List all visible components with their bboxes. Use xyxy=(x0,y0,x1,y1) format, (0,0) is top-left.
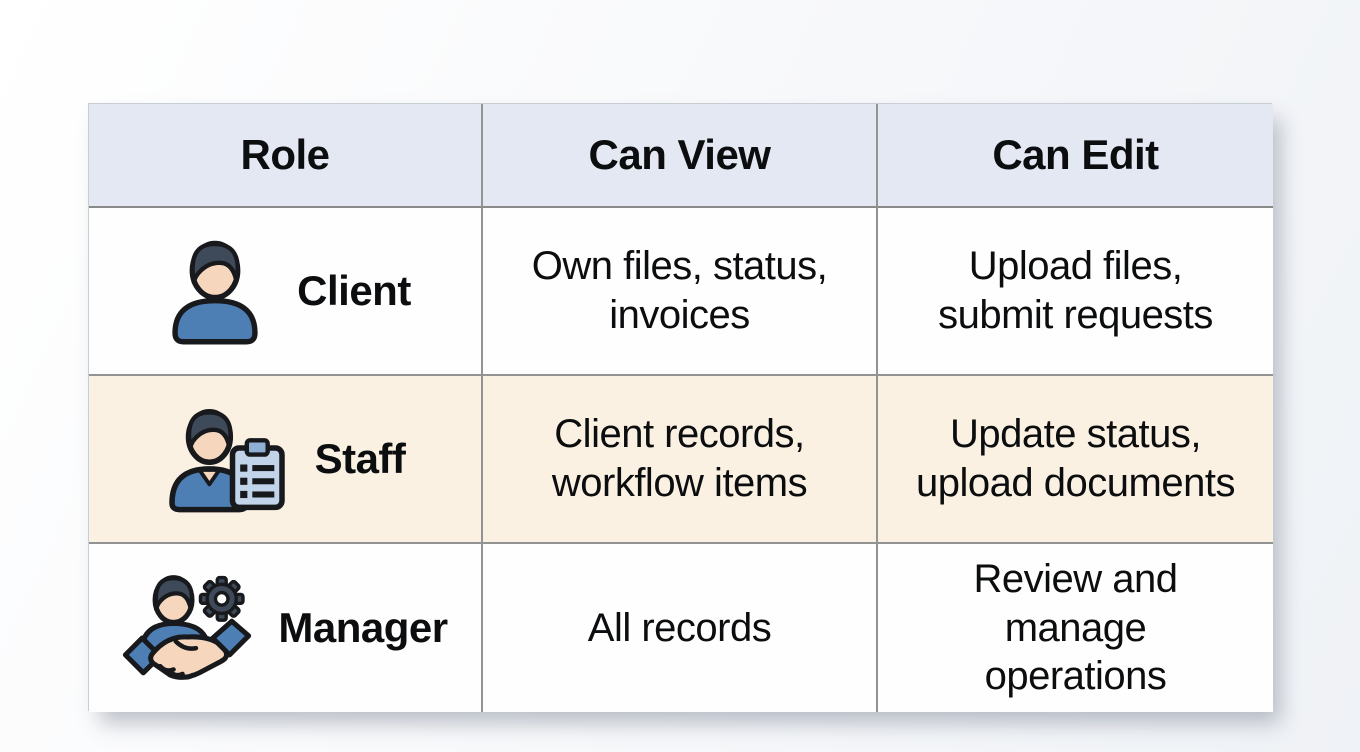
role-cell-staff: Staff xyxy=(89,376,483,544)
can-edit-cell-staff: Update status, upload documents xyxy=(878,376,1273,544)
user-clipboard-icon xyxy=(165,404,289,514)
can-edit-cell-client: Upload files, submit requests xyxy=(878,208,1273,376)
can-view-cell-staff: Client records, workflow items xyxy=(483,376,878,544)
column-header-role: Role xyxy=(89,104,483,208)
role-label: Staff xyxy=(314,435,406,482)
user-gear-handshake-icon xyxy=(122,572,252,684)
permissions-table: Role Can View Can Edit Client Own files,… xyxy=(88,103,1273,712)
role-cell-manager: Manager xyxy=(89,544,483,712)
role-label: Manager xyxy=(278,604,448,651)
user-icon xyxy=(159,237,271,345)
can-view-cell-client: Own files, status, invoices xyxy=(483,208,878,376)
role-label: Client xyxy=(297,267,411,314)
column-header-can-edit: Can Edit xyxy=(878,104,1273,208)
can-edit-cell-manager: Review and manage operations xyxy=(878,544,1273,712)
gear xyxy=(199,575,246,622)
column-header-can-view: Can View xyxy=(483,104,878,208)
can-view-cell-manager: All records xyxy=(483,544,878,712)
role-cell-client: Client xyxy=(89,208,483,376)
